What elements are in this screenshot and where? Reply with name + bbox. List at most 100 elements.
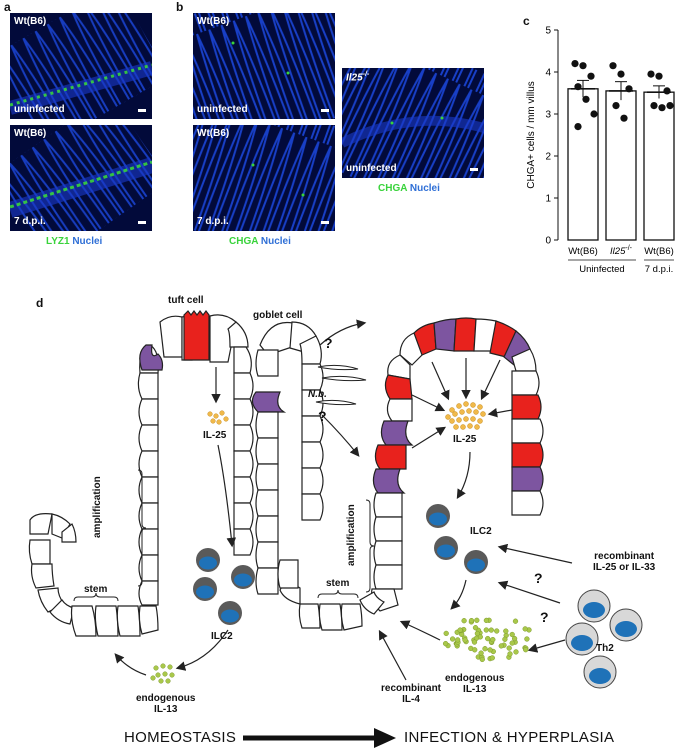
caption-marker: CHGA xyxy=(378,183,408,194)
villus-left-a xyxy=(137,310,254,606)
amplification-bracket-left xyxy=(137,469,147,587)
il13-dot xyxy=(512,618,519,624)
caption-marker: LYZ1 xyxy=(46,236,70,247)
caption-nuclei: Nuclei xyxy=(260,236,291,247)
arrow-il13-to-crypt xyxy=(114,653,147,676)
strain-text: Il25 xyxy=(346,72,363,84)
micrograph-texture xyxy=(10,125,152,231)
il13-dot xyxy=(509,640,515,646)
question-mark-1: ? xyxy=(324,335,333,351)
label-ilc2-right: ILC2 xyxy=(470,526,492,537)
il13-dot xyxy=(443,630,449,637)
il13-dot xyxy=(461,618,467,624)
il13-dots-left xyxy=(150,663,175,684)
label-amplification-right: amplification xyxy=(346,504,357,566)
micrograph-b-7dpi: Wt(B6) 7 d.p.i. xyxy=(193,125,335,231)
arrow-ilc2-to-il13-right xyxy=(450,579,467,610)
micrograph-texture xyxy=(193,13,335,119)
arrow-il25-to-ilc2 xyxy=(217,444,237,548)
bar xyxy=(643,91,675,241)
micrograph-condition-label: 7 d.p.i. xyxy=(14,216,46,227)
il13-dot xyxy=(489,655,495,661)
question-mark-3: ? xyxy=(534,570,543,586)
arrow-nb-down xyxy=(321,414,360,457)
label-line: endogenous xyxy=(136,693,196,704)
micrograph-texture xyxy=(193,125,335,231)
data-point xyxy=(655,72,663,80)
il13-dots-right xyxy=(442,617,532,663)
micrograph-b-uninfected: Wt(B6) uninfected xyxy=(193,13,335,119)
il25-dots-left xyxy=(207,410,229,425)
il13-dot xyxy=(455,637,461,643)
label-tuft-cell: tuft cell xyxy=(168,295,204,306)
micrograph-strain-label: Wt(B6) xyxy=(14,128,47,139)
il13-dot xyxy=(442,640,449,647)
label-line: IL-4 xyxy=(402,694,420,705)
ilc2-cells-left xyxy=(193,548,255,625)
data-point xyxy=(666,102,674,110)
il13-dot xyxy=(485,635,491,642)
amplification-bracket-right xyxy=(365,499,375,593)
data-point xyxy=(620,114,628,122)
data-point xyxy=(609,62,617,70)
label-nb: N.b. xyxy=(308,389,327,400)
arrow-recombinant-il4 xyxy=(378,629,407,681)
label-line: IL-25 or IL-33 xyxy=(593,562,656,573)
il13-dot xyxy=(457,627,463,633)
data-point xyxy=(612,102,620,110)
strain-superscript: -/- xyxy=(362,71,370,78)
data-point xyxy=(574,83,582,91)
micrograph-condition-label: uninfected xyxy=(197,104,248,115)
il13-dot xyxy=(482,646,488,652)
y-tick-label: 1 xyxy=(545,194,551,205)
stem-bracket-right xyxy=(317,589,359,599)
micrograph-strain-label: Wt(B6) xyxy=(197,16,230,27)
il13-dot xyxy=(468,617,475,624)
il13-dot xyxy=(506,645,512,651)
data-point xyxy=(582,95,590,103)
panel-letter-b: b xyxy=(176,0,184,14)
scale-bar xyxy=(138,109,146,112)
caption-marker: CHGA xyxy=(229,236,259,247)
villus-left-b xyxy=(251,321,324,595)
caption-b-right: CHGA Nuclei xyxy=(378,183,440,194)
il13-dot xyxy=(474,630,481,637)
data-point xyxy=(617,70,625,78)
il13-dot xyxy=(483,627,489,633)
th2-cells xyxy=(565,589,643,689)
stem-bracket-left xyxy=(73,592,119,602)
micrograph-condition-label: uninfected xyxy=(14,104,65,115)
il13-dot xyxy=(503,628,509,634)
y-tick-label: 3 xyxy=(545,110,551,121)
label-stem-left: stem xyxy=(84,584,108,595)
caption-b-left: CHGA Nuclei xyxy=(229,236,291,247)
group-label: Uninfected xyxy=(579,264,624,275)
il13-dot xyxy=(513,649,519,655)
il13-dot xyxy=(478,650,484,656)
label-line: endogenous xyxy=(445,673,505,684)
ilc2-cells-right xyxy=(426,504,488,574)
scale-bar xyxy=(321,221,329,224)
x-tick-label: Wt(B6) xyxy=(568,246,598,257)
il13-dot xyxy=(474,617,480,623)
label-amplification-left: amplification xyxy=(92,476,103,538)
data-point xyxy=(650,102,658,110)
micrograph-texture xyxy=(342,68,484,178)
data-point xyxy=(663,87,671,95)
arrow-th2-to-ilc2 xyxy=(497,580,561,604)
il13-dot xyxy=(490,636,496,643)
panel-letter-a: a xyxy=(4,0,11,14)
micrograph-strain-label: Wt(B6) xyxy=(14,16,47,27)
x-tick-label: Il25-/- xyxy=(610,245,633,257)
label-ilc2-left: ILC2 xyxy=(211,631,233,642)
scale-bar xyxy=(138,221,146,224)
il13-dot xyxy=(449,636,456,642)
y-tick-label: 4 xyxy=(545,68,551,79)
il13-dot xyxy=(509,631,515,638)
caption-nuclei: Nuclei xyxy=(409,183,440,194)
il13-dot xyxy=(523,647,529,653)
data-point xyxy=(647,70,655,78)
arrow-recombinant-il25 xyxy=(497,543,573,564)
il13-dot xyxy=(498,643,504,649)
label-endogenous-il13-right: endogenous IL-13 xyxy=(445,673,504,695)
